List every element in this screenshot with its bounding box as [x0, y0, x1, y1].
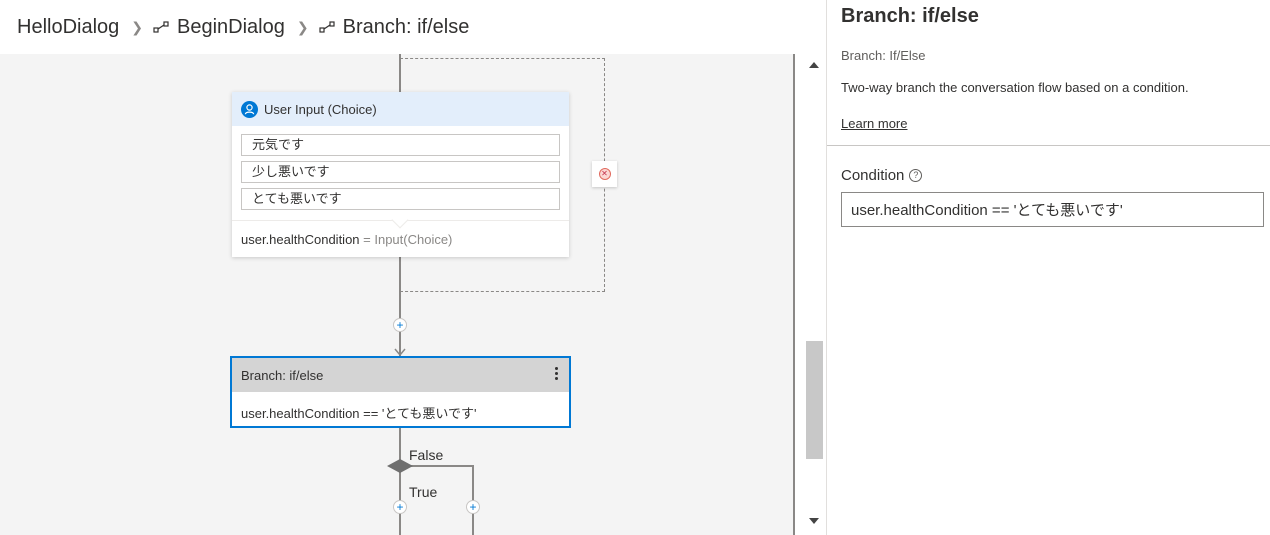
choice-option: とても悪いです: [241, 188, 560, 210]
breadcrumb-label: BeginDialog: [177, 15, 285, 38]
node-title: Branch: if/else: [241, 367, 324, 383]
flow-icon: [319, 21, 335, 33]
false-branch-label: False: [409, 447, 444, 463]
loop-error-button[interactable]: ✕: [592, 161, 617, 187]
node-header: Branch: if/else: [232, 358, 569, 392]
vertical-scrollbar[interactable]: [805, 54, 823, 535]
divider: [827, 145, 1270, 146]
add-node-button[interactable]: +: [466, 500, 480, 514]
add-node-button[interactable]: +: [393, 500, 407, 514]
node-title: User Input (Choice): [264, 101, 377, 117]
notch: [391, 211, 409, 229]
true-branch-label: True: [409, 484, 438, 500]
breadcrumb-item-hellodialog[interactable]: HelloDialog: [17, 15, 120, 38]
property-panel: Branch: if/else Branch: If/Else Two-way …: [826, 0, 1270, 535]
breadcrumb-item-begindialog[interactable]: BeginDialog: [153, 16, 285, 39]
property-assign: = Input(Choice): [359, 232, 453, 247]
flow-icon: [153, 21, 169, 33]
user-icon: [241, 100, 258, 118]
learn-more-link[interactable]: Learn more: [841, 116, 908, 131]
breadcrumb-label: Branch: if/else: [342, 15, 470, 38]
canvas-divider: [793, 54, 795, 535]
scroll-down-icon[interactable]: [809, 518, 819, 524]
panel-title: Branch: if/else: [841, 5, 979, 27]
add-node-button[interactable]: +: [393, 318, 407, 332]
breadcrumb-item-branch[interactable]: Branch: if/else: [319, 15, 470, 39]
choice-option: 元気です: [241, 134, 560, 156]
branch-condition: user.healthCondition == 'とても悪いです': [241, 406, 477, 421]
scrollbar-thumb[interactable]: [806, 341, 823, 459]
choice-option: 少し悪いです: [241, 161, 560, 183]
connector-line: [399, 257, 401, 356]
chevron-right-icon: ❯: [296, 18, 309, 35]
node-footer: user.healthCondition = Input(Choice): [241, 232, 452, 247]
more-options-icon[interactable]: [555, 367, 559, 383]
connector-line: [399, 54, 401, 92]
condition-label: Condition ?: [841, 167, 923, 184]
breadcrumb: HelloDialog ❯ BeginDialog ❯ Branch: if/e…: [0, 0, 826, 54]
panel-description: Two-way branch the conversation flow bas…: [841, 80, 1189, 95]
panel-subtitle: Branch: If/Else: [841, 48, 926, 63]
error-icon: ✕: [598, 168, 611, 180]
scroll-up-icon[interactable]: [809, 62, 819, 68]
condition-label-text: Condition: [841, 167, 905, 184]
connector-line: [399, 428, 401, 535]
decision-diamond-icon: [387, 459, 413, 473]
connector-line: [400, 465, 473, 467]
user-input-choice-node[interactable]: User Input (Choice) 元気です 少し悪いです とても悪いです …: [232, 92, 569, 257]
arrow-down-icon: [394, 348, 406, 357]
branch-if-else-node[interactable]: Branch: if/else user.healthCondition == …: [230, 356, 571, 428]
chevron-right-icon: ❯: [131, 18, 144, 35]
property-name: user.healthCondition: [241, 232, 360, 247]
node-header: User Input (Choice): [232, 92, 569, 126]
help-icon[interactable]: ?: [909, 169, 923, 182]
condition-input[interactable]: [841, 192, 1264, 227]
